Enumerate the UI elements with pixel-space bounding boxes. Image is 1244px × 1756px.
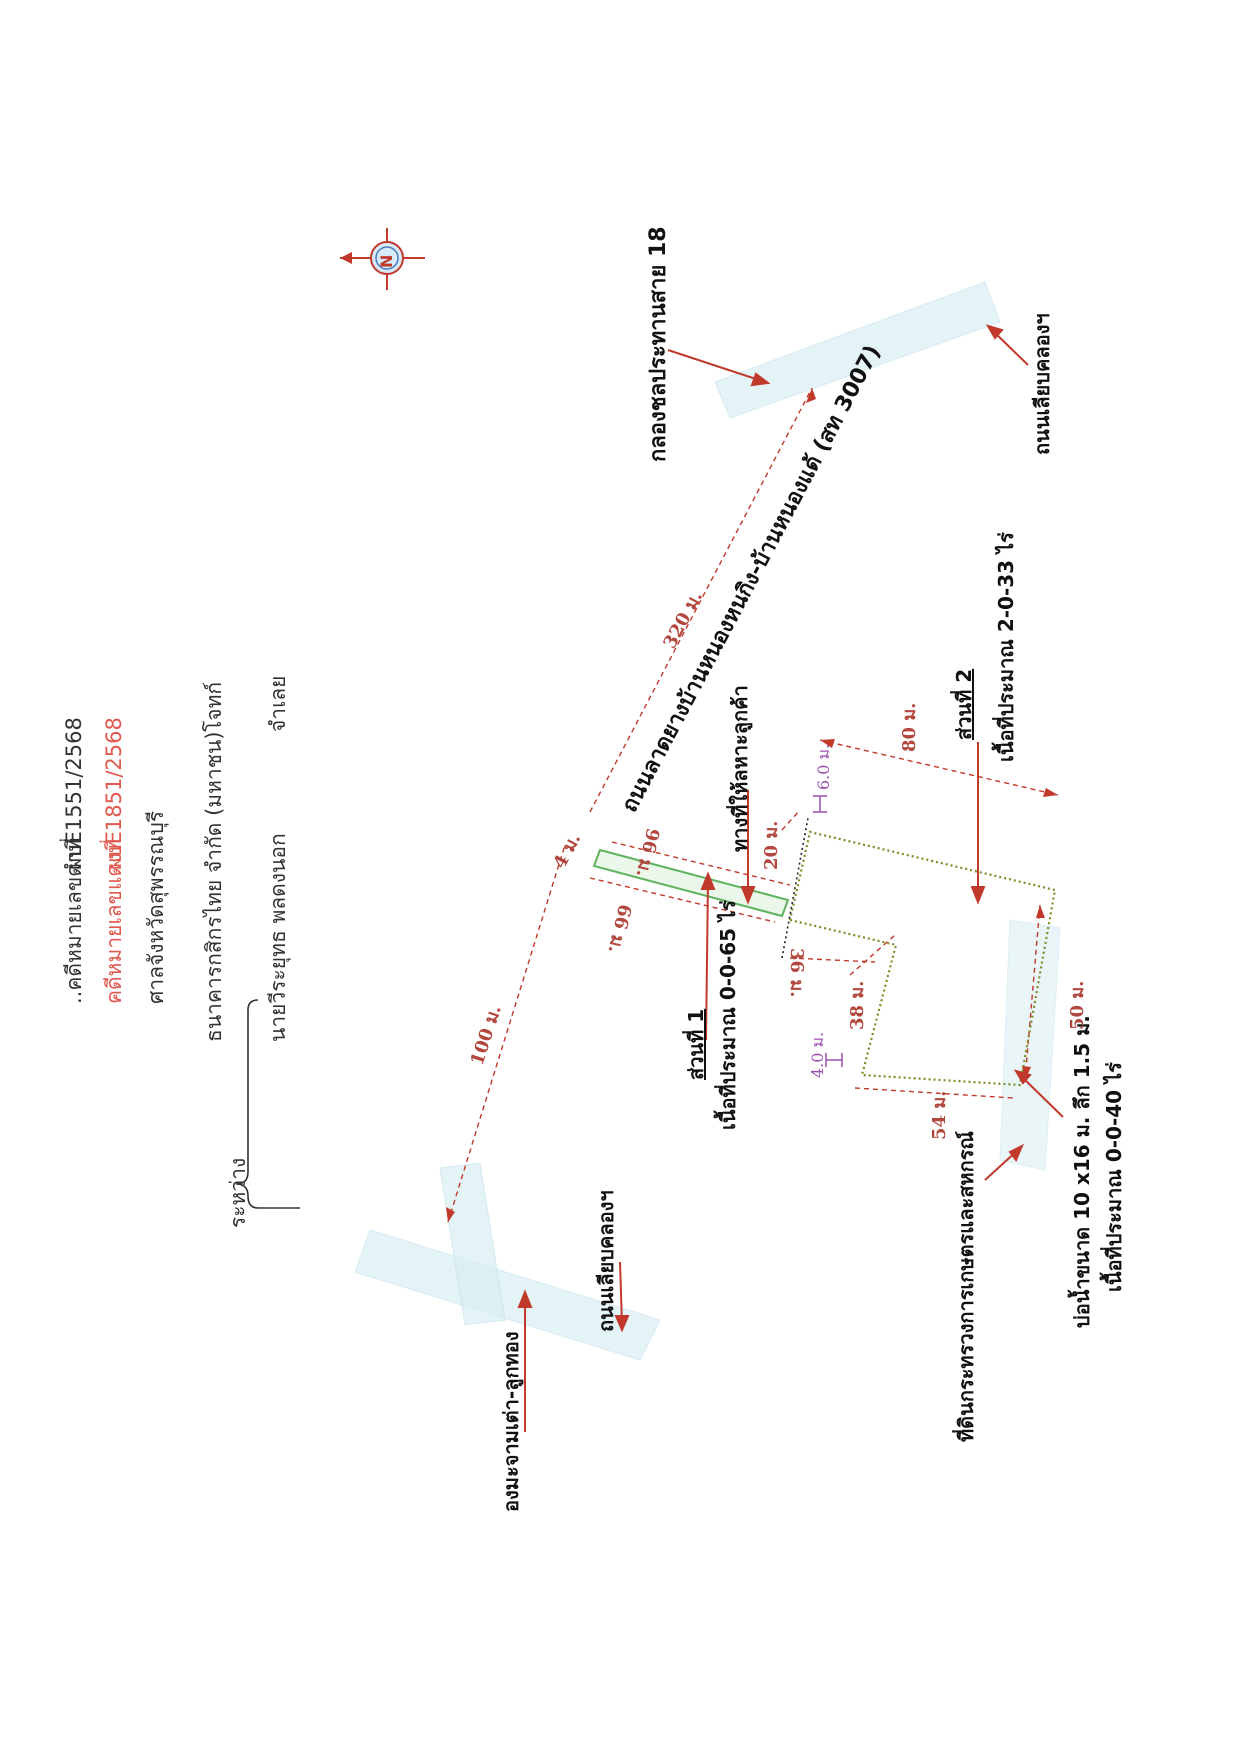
bank-road-arrow-left [619, 1261, 623, 1326]
part2-area: เนื้อที่ประมาณ 2-0-33 ไร่ [994, 532, 1018, 762]
arrowhead [806, 388, 816, 403]
part1-arrowhead [700, 871, 716, 890]
canal-arrow [667, 349, 766, 383]
dim-label-38: 38 ม. [847, 980, 868, 1030]
part1-area: เนื้อที่ประมาณ 0-0-65 ไร่ [716, 900, 740, 1130]
bank-road-left-label: ถนนเลียบคลองฯ [594, 1190, 618, 1332]
canal-road-band-left [439, 1162, 506, 1326]
bank-arrowhead-right [985, 324, 1004, 340]
bank-road-right-label: ถนนเลียบคลองฯ [1030, 313, 1054, 455]
canal-arrowhead [750, 372, 771, 387]
dim-line-96 [611, 841, 791, 886]
pond-area-label: เนื้อที่ประมาณ 0-0-40 ไร่ [1102, 1062, 1126, 1292]
dim-line-38 [849, 934, 896, 976]
dimension-lines [447, 387, 1059, 1223]
dim-arrowheads [446, 388, 1058, 1222]
arrowhead [1043, 788, 1058, 797]
access-way-label: ทางที่ให้ลหาะลูกค้า [728, 685, 752, 852]
pond-arrowhead [1013, 1069, 1032, 1085]
access-arrowhead [740, 886, 756, 905]
part2-arrowhead [970, 886, 986, 905]
road-bands [354, 281, 1061, 1361]
canal-label: กลองชลประทานสาย 18 [646, 226, 671, 462]
dim-line-320 [589, 387, 813, 813]
arrowhead [1036, 905, 1045, 918]
part2-title: ส่วนที่ 2 [952, 668, 976, 740]
dim-label-50: 50 ม. [1067, 980, 1088, 1030]
dim-label-20: 20 ม. [761, 820, 782, 870]
arrowhead [446, 1207, 455, 1222]
dim-label-36: 36 ม. [786, 948, 807, 998]
part1-strip [592, 848, 790, 918]
pond-arrow [1019, 1074, 1064, 1118]
left-place-label: องมะจามเต่า-ลูกทอง [499, 1331, 523, 1512]
part1-arrow [705, 879, 709, 1041]
north-letter: N [377, 254, 396, 268]
left-place-arrowhead [517, 1289, 533, 1308]
part1-title: ส่วนที่ 1 [684, 1008, 708, 1080]
ministry-arrowhead [1008, 1143, 1024, 1162]
dim-line-100 [447, 844, 566, 1223]
dim-line-66 [589, 877, 776, 923]
dim-line-50 [1024, 904, 1041, 1081]
arrowhead [820, 739, 835, 748]
dim-label-6-0: 6.0 ม. [814, 743, 833, 790]
ministry-land-label: ที่ดินกระทรวงการเกษตรและสหกรณ์ [954, 1131, 978, 1442]
north-compass [340, 228, 425, 290]
part2-boundary [788, 830, 1057, 1087]
ministry-strip [999, 919, 1061, 1171]
dim-label-4-0: 4.0 ม. [808, 1031, 827, 1078]
dim-label-54: 54 ม. [929, 1090, 950, 1140]
bank-arrowhead-left [614, 1315, 630, 1333]
canal-road-band-bottom [354, 1229, 661, 1361]
label-arrows [517, 324, 1064, 1432]
access-way-divider [781, 817, 809, 959]
dim-line-20 [781, 809, 801, 831]
dim-label-80: 80 ม. [899, 702, 920, 752]
pond-size-label: บ่อน้ำขนาด 10 x16 ม. ลึก 1.5 ม. [1070, 1015, 1094, 1328]
canal-road-band-top [714, 281, 1001, 419]
dim-line-80 [819, 739, 1059, 796]
purple-markers [813, 795, 843, 1067]
